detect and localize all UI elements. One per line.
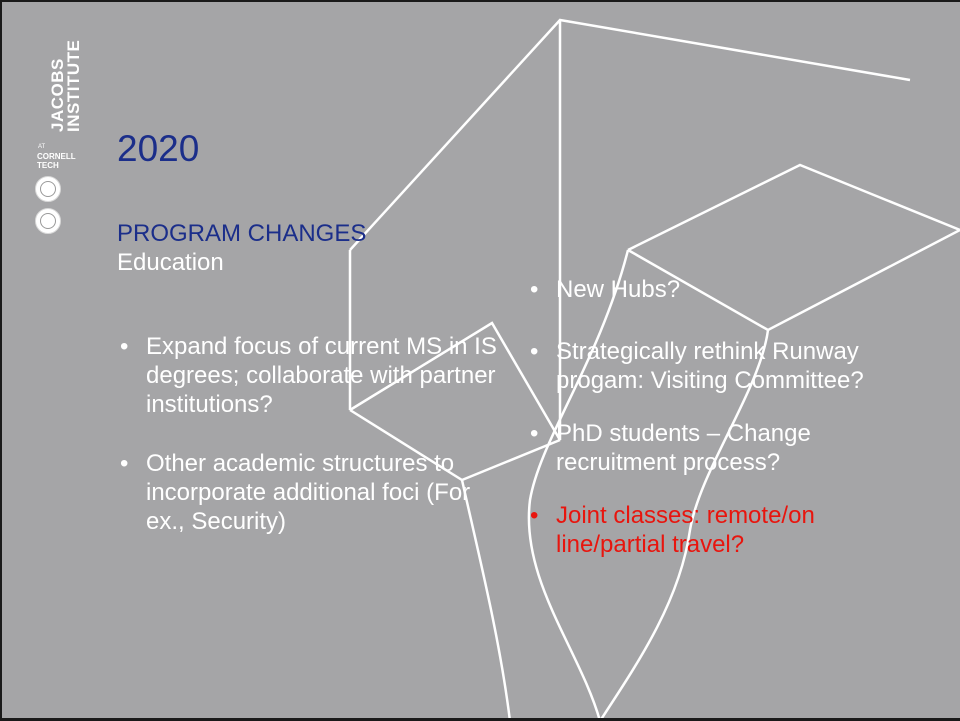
frame-left-border <box>0 0 2 721</box>
cornell-seal-icon <box>35 208 61 234</box>
technion-seal-icon <box>35 176 61 202</box>
logo-at-text: AT <box>38 144 46 150</box>
left-bullet-list: • Expand focus of current MS in IS degre… <box>118 332 498 566</box>
bullet-icon: • <box>120 450 129 477</box>
section-heading: PROGRAM CHANGES <box>117 220 367 247</box>
list-item: • Other academic structures to incorpora… <box>118 449 498 536</box>
bullet-icon: • <box>120 333 129 360</box>
jacobs-institute-logo: JACOBS INSTITUTE AT CORNELL TECH <box>30 30 100 270</box>
bullet-icon: • <box>530 276 539 303</box>
frame-bottom-border <box>0 718 960 721</box>
slide-title: 2020 <box>117 128 200 169</box>
list-item-text: New Hubs? <box>556 276 681 303</box>
logo-cornell-text: CORNELL <box>37 152 76 161</box>
list-item-text: Joint classes: remote/on line/partial tr… <box>556 502 815 558</box>
section-subheading: Education <box>117 249 224 276</box>
bullet-icon: • <box>530 502 539 529</box>
list-item-text: Other academic structures to incorporate… <box>146 450 471 535</box>
frame-top-border <box>0 0 960 2</box>
logo-cornell-tech: CORNELL TECH <box>37 152 76 170</box>
bullet-icon: • <box>530 338 539 365</box>
right-bullet-list: • New Hubs? • Strategically rethink Runw… <box>528 275 928 583</box>
list-item: • Strategically rethink Runway progam: V… <box>528 337 928 395</box>
bullet-icon: • <box>530 420 539 447</box>
list-item-text: Expand focus of current MS in IS degrees… <box>146 333 497 418</box>
list-item-highlighted: • Joint classes: remote/on line/partial … <box>528 501 928 559</box>
list-item-text: PhD students – Change recruitment proces… <box>556 420 811 476</box>
logo-institute-text: INSTITUTE <box>64 39 83 132</box>
list-item-text: Strategically rethink Runway progam: Vis… <box>556 338 864 394</box>
list-item: • PhD students – Change recruitment proc… <box>528 419 928 477</box>
list-item: • Expand focus of current MS in IS degre… <box>118 332 498 419</box>
logo-tech-text: TECH <box>37 161 59 170</box>
list-item: • New Hubs? <box>528 275 928 304</box>
